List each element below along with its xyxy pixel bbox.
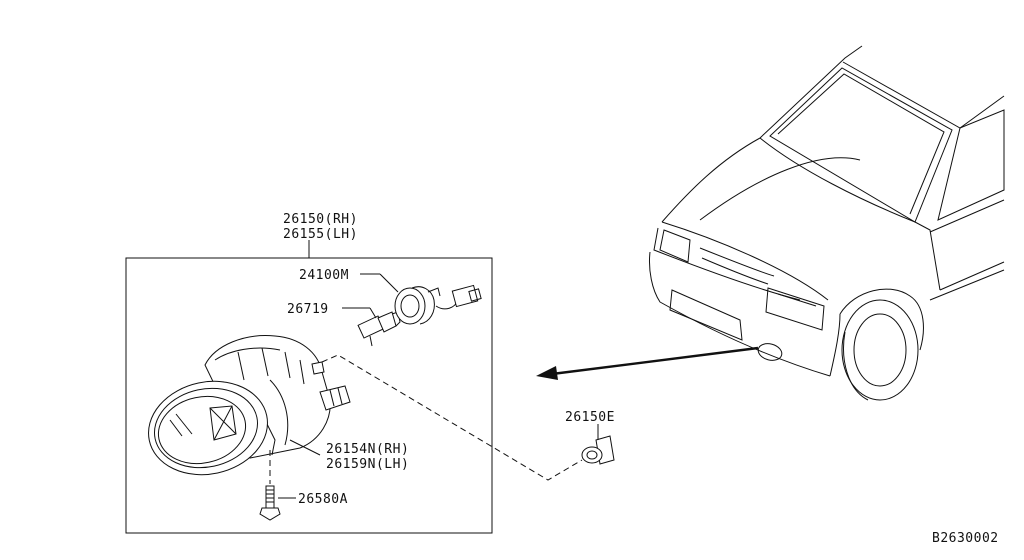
label-socket-harness: 24100M xyxy=(299,268,349,283)
socket-harness-icon xyxy=(394,284,482,325)
vehicle-icon xyxy=(649,45,1005,401)
drawing-number: B2630002 xyxy=(932,531,999,546)
arrow-head-icon xyxy=(536,366,558,380)
location-arrow xyxy=(551,346,759,376)
label-bracket-rh: 26154N(RH) xyxy=(326,442,409,457)
label-bracket-lh: 26159N(LH) xyxy=(326,457,409,472)
label-bulb: 26719 xyxy=(287,302,329,317)
mount-dash-line xyxy=(321,354,583,481)
bracket-leader xyxy=(289,439,321,456)
clip-icon xyxy=(581,435,615,465)
label-screw: 26580A xyxy=(298,492,348,507)
label-fog-lamp-lh: 26155(LH) xyxy=(283,227,358,242)
screw-icon xyxy=(259,485,281,521)
label-fog-lamp-rh: 26150(RH) xyxy=(283,212,358,227)
fog-lamp-icon xyxy=(148,335,351,476)
label-clip: 26150E xyxy=(565,410,615,425)
bulb-icon xyxy=(357,311,401,347)
